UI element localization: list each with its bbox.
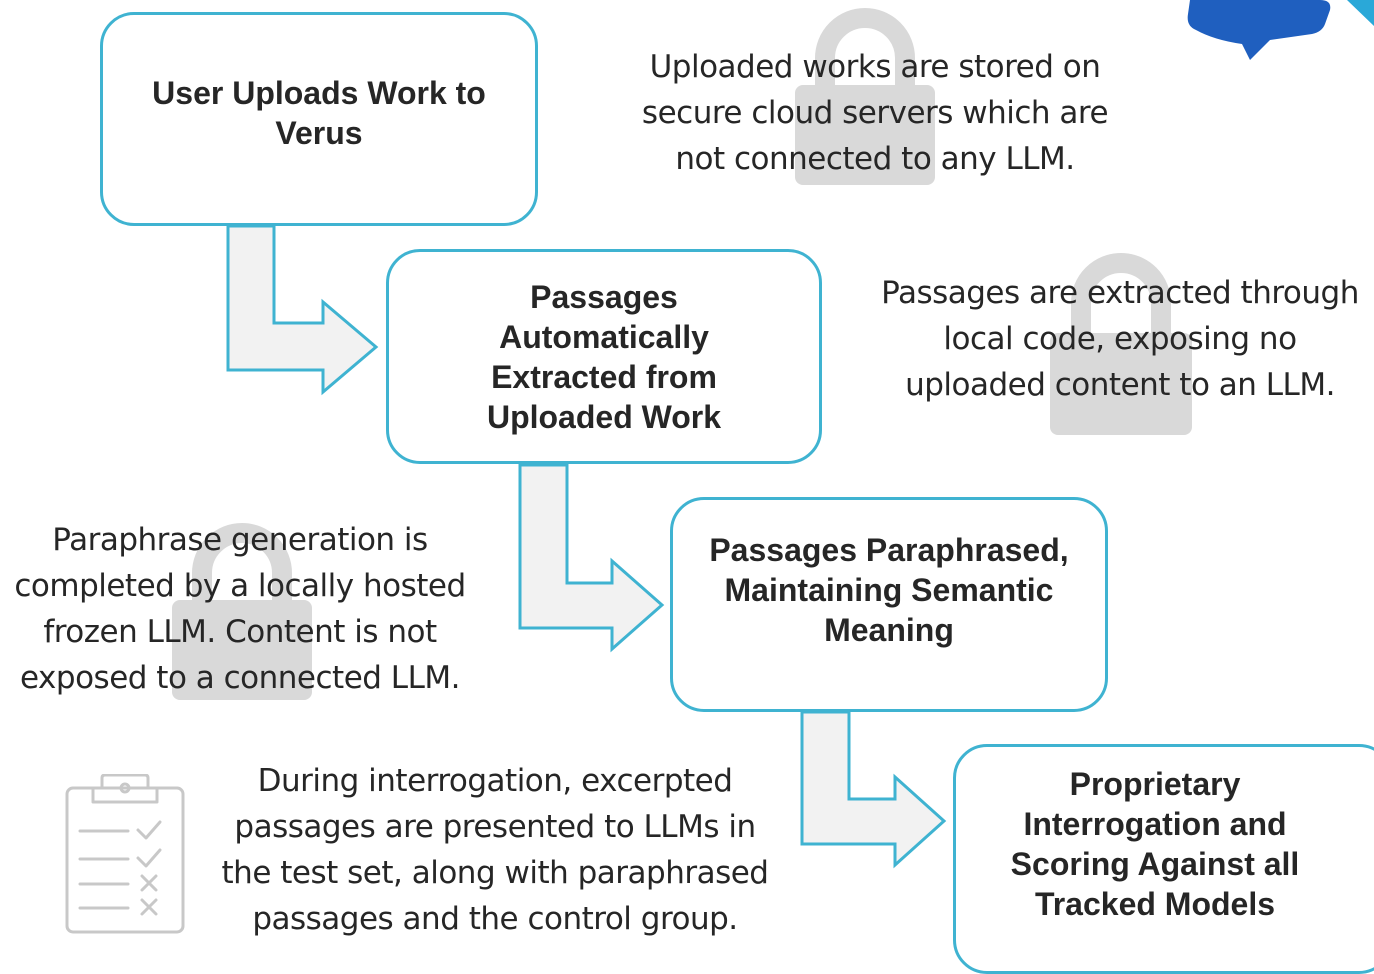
step-extract-label: Passages Automatically Extracted from Up… (486, 278, 722, 435)
step-upload-box: User Uploads Work to Verus (100, 12, 538, 226)
step-upload-label: User Uploads Work to Verus (152, 75, 486, 151)
flow-arrows (226, 224, 947, 869)
flow-arrow-3 (800, 710, 947, 869)
brand-logo-icon (1187, 0, 1374, 60)
note-extraction: Passages are extracted through local cod… (881, 275, 1359, 403)
lock-icon (172, 523, 312, 700)
step-paraphrase-label: Passages Paraphrased, Maintaining Semant… (709, 531, 1069, 648)
flow-arrow-2 (518, 463, 665, 653)
step-paraphrase-box: Passages Paraphrased, Maintaining Semant… (670, 497, 1108, 712)
note-interrogation: During interrogation, excerpted passages… (221, 763, 769, 937)
note-storage: Uploaded works are stored on secure clou… (641, 49, 1109, 177)
lock-icon (1050, 253, 1192, 435)
lock-icon (795, 8, 935, 185)
clipboard-checklist-icon (65, 774, 185, 934)
note-paraphrase: Paraphrase generation is completed by a … (14, 522, 466, 696)
step-extract-box: Passages Automatically Extracted from Up… (386, 249, 822, 464)
flow-arrow-1 (226, 224, 379, 396)
step-interrogation-box: Proprietary Interrogation and Scoring Ag… (953, 744, 1374, 974)
step-interrogation-label: Proprietary Interrogation and Scoring Ag… (1010, 766, 1300, 922)
